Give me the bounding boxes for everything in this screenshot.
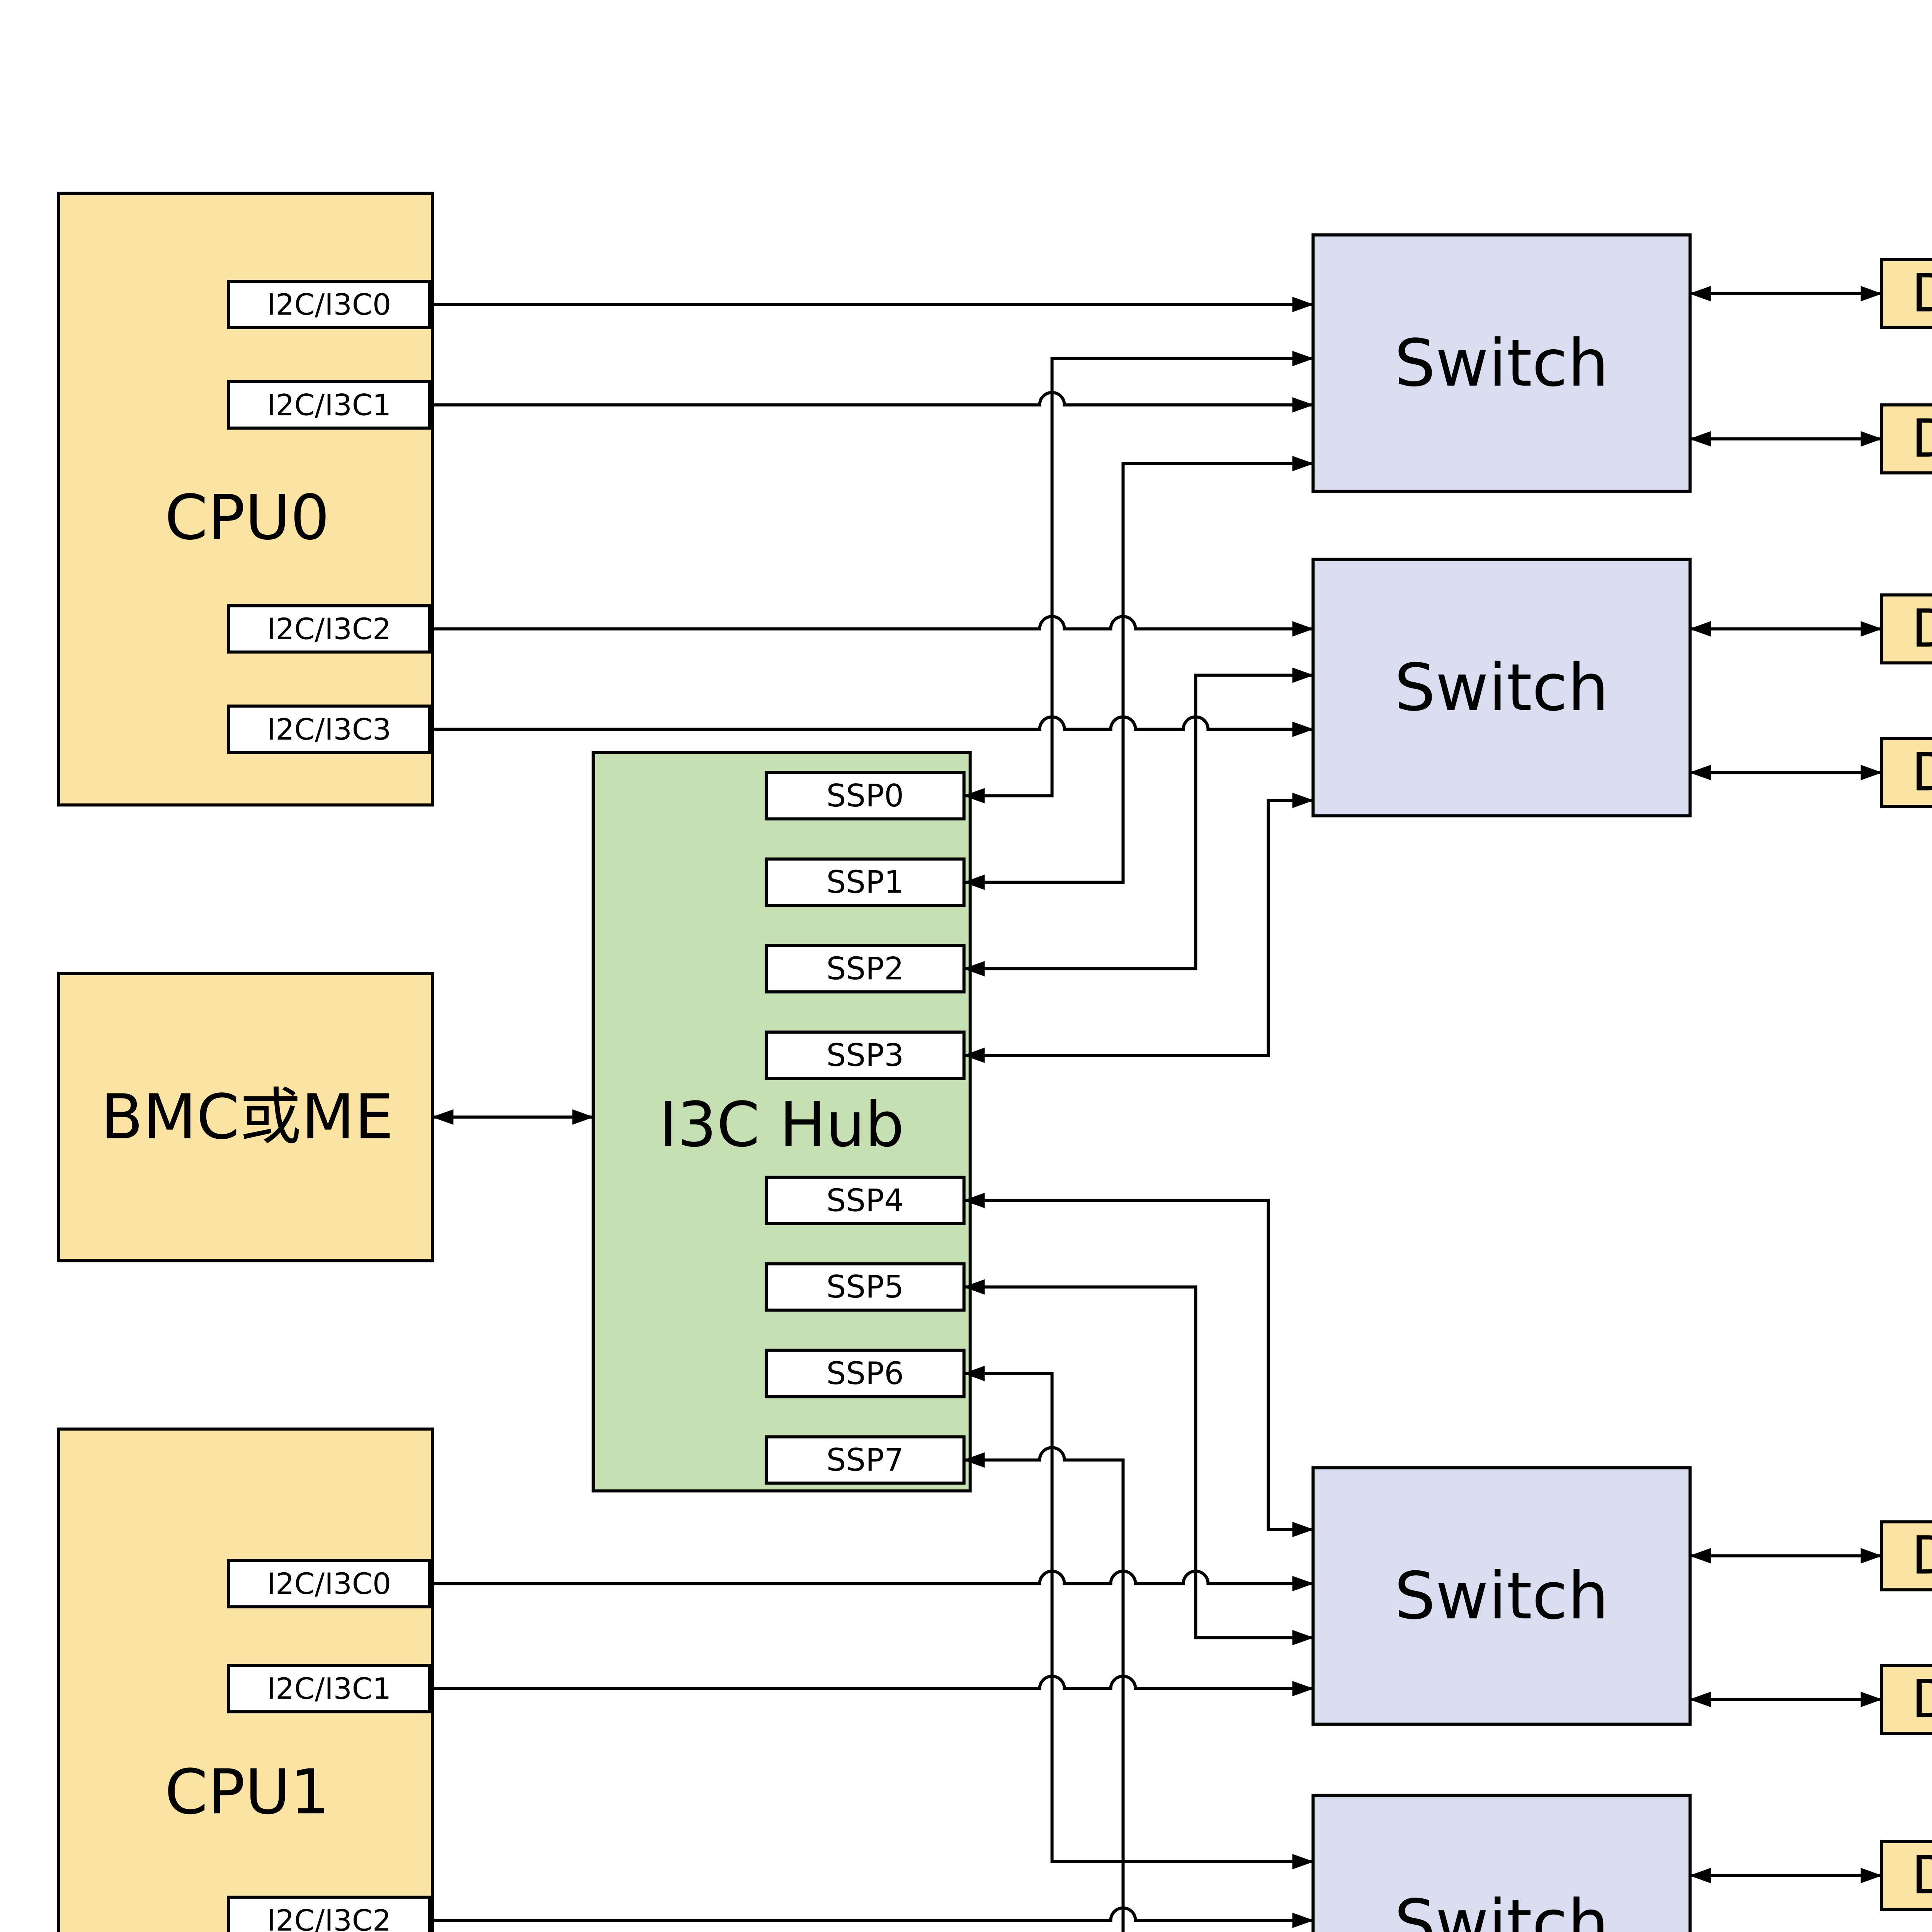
cpu0-port1-label: I2C/I3C1: [267, 388, 391, 422]
wire-cpu0-i3c2-to-switch2: [429, 615, 1314, 637]
cpu0-label: CPU0: [165, 482, 330, 554]
dimm2-box: [1880, 403, 1932, 474]
dimm3-label: DDR5 DIMM: [1912, 599, 1932, 660]
dimm5-label: DDR5 DIMM: [1912, 1525, 1932, 1586]
cpu0-port0-box: [227, 280, 431, 329]
cpu1-port0-label: I2C/I3C0: [267, 1566, 391, 1601]
cpu0-port1-box: [227, 380, 431, 430]
hub-ssp0-label: SSP0: [827, 778, 904, 814]
hub-ssp3-box: [764, 1031, 966, 1080]
switch1-label: Switch: [1394, 325, 1609, 401]
cpu0-port0-label: I2C/I3C0: [267, 287, 391, 321]
wire-ssp3-switch2: [963, 793, 1314, 1063]
wire-cpu0-i3c3-to-switch2: [429, 715, 1314, 737]
hub-ssp1-label: SSP1: [827, 864, 904, 900]
dimm4-label: DDR5 DIMM: [1912, 742, 1932, 803]
wire-ssp2-switch2: [963, 667, 1314, 977]
wire-ssp1-switch1: [963, 456, 1314, 890]
switch4-label: Switch: [1394, 1886, 1609, 1932]
wire-ssp4-switch3: [963, 1192, 1314, 1537]
dimm2-label: DDR5 DIMM: [1912, 408, 1932, 469]
hub-ssp3-label: SSP3: [827, 1037, 904, 1073]
dimm1-label: DDR5 DIMM: [1912, 263, 1932, 324]
switch1-box: [1311, 233, 1692, 493]
cpu0-port3-label: I2C/I3C3: [267, 712, 391, 747]
cpu1-port0-box: [227, 1559, 431, 1609]
bmc-label: BMC或ME: [101, 1081, 394, 1153]
wire-cpu1-i3c0-to-switch3: [429, 1570, 1314, 1592]
switch2-label: Switch: [1394, 650, 1609, 725]
cpu1-port2-box: [227, 1895, 431, 1932]
cpu1-port1-label: I2C/I3C1: [267, 1672, 391, 1706]
wire-cpu0-i3c1-to-switch1: [429, 391, 1314, 413]
switch4-box: [1311, 1794, 1692, 1932]
dimm6-label: DDR5 DIMM: [1912, 1669, 1932, 1730]
hub-ssp6-label: SSP6: [827, 1355, 904, 1391]
hub-ssp7-label: SSP7: [827, 1442, 904, 1478]
wire-cpu1-i3c1-to-switch3: [429, 1675, 1314, 1697]
wire-cpu1-i3c2-to-switch4: [429, 1906, 1314, 1928]
hub-ssp4-label: SSP4: [827, 1182, 904, 1218]
cpu1-label: CPU1: [165, 1756, 330, 1828]
hub-ssp2-box: [764, 944, 966, 994]
wire-ssp6-switch4: [963, 1366, 1314, 1869]
cpu1-port1-box: [227, 1664, 431, 1714]
cpu0-port3-box: [227, 704, 431, 754]
cpu0-port2-label: I2C/I3C2: [267, 612, 391, 646]
hub-ssp6-box: [764, 1349, 966, 1398]
bmc-box: [57, 972, 434, 1262]
dimm7-label: DDR5 DIMM: [1912, 1845, 1932, 1906]
hub-ssp2-label: SSP2: [827, 951, 904, 987]
nodes-layer: CPU0 BMC或ME CPU1 I3C Hub Switch Switch S…: [57, 192, 1932, 1932]
hub-ssp1-box: [764, 857, 966, 907]
switch3-label: Switch: [1394, 1558, 1609, 1634]
i3c-hub-label: I3C Hub: [659, 1089, 904, 1161]
wire-ssp7-switch4: [963, 1446, 1314, 1932]
wires-layer: [429, 286, 1883, 1932]
cpu1-port2-label: I2C/I3C2: [267, 1903, 391, 1932]
hub-ssp5-label: SSP5: [827, 1269, 904, 1305]
cpu0-port2-box: [227, 604, 431, 654]
